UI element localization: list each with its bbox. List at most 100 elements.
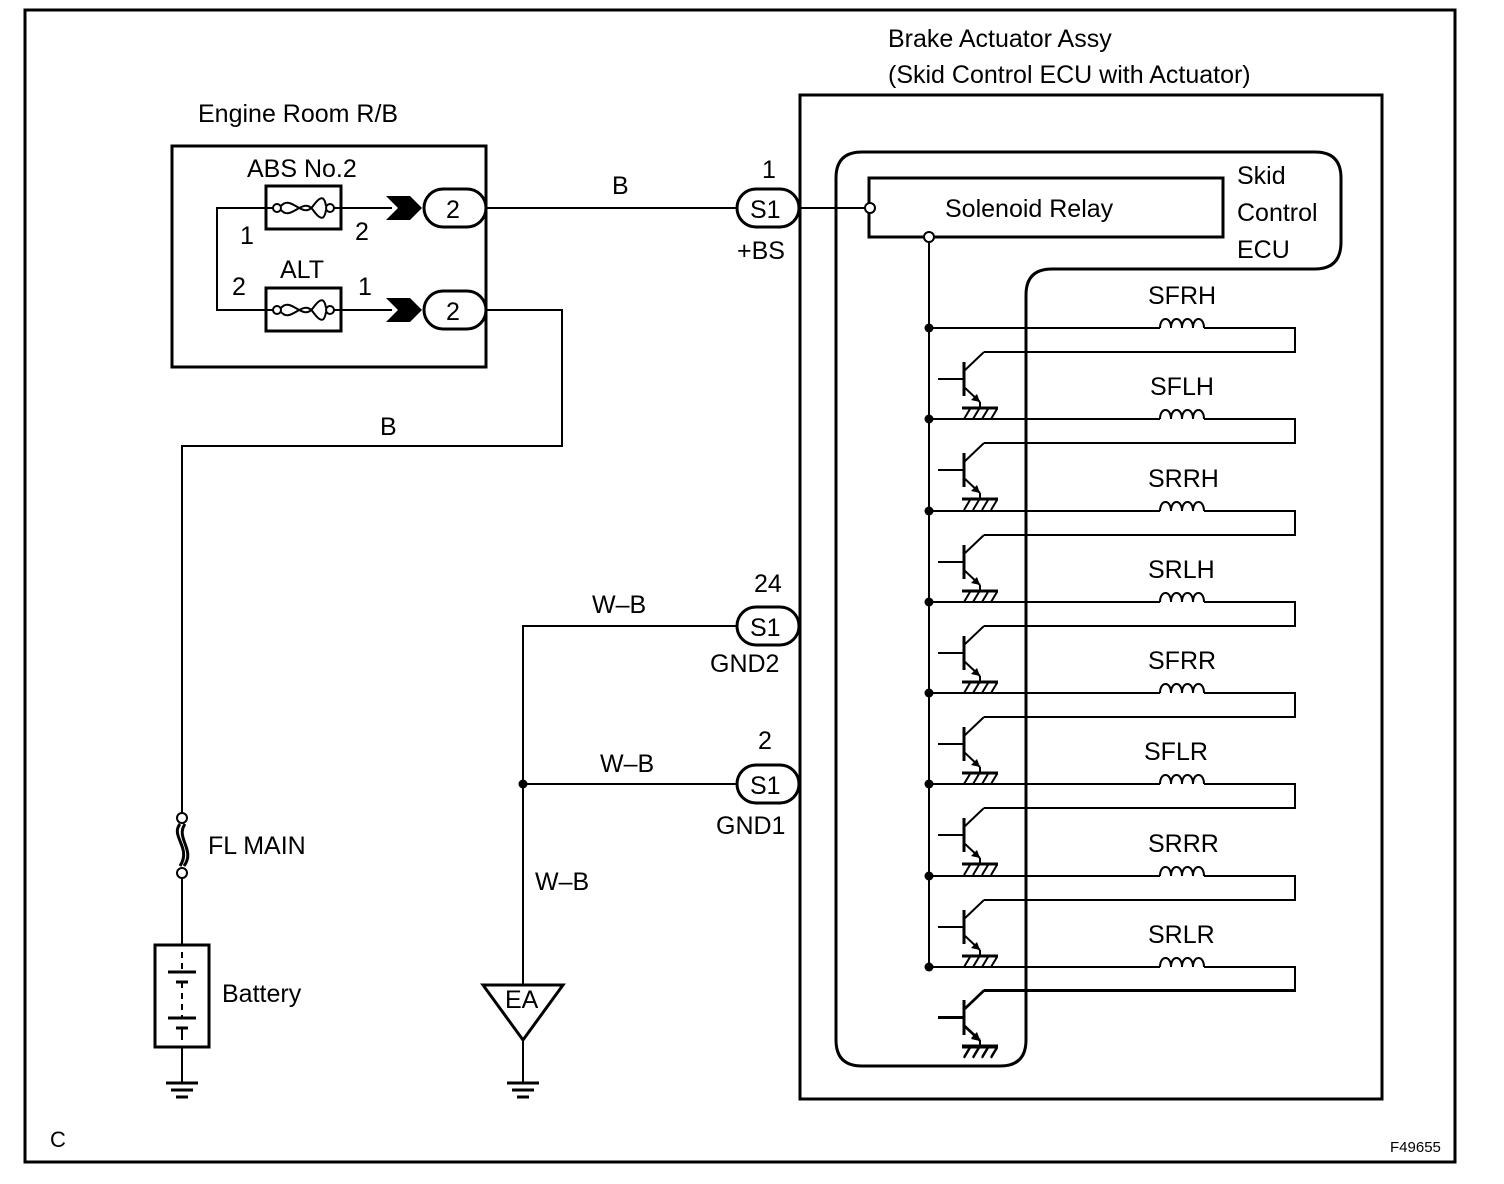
solenoid-sflr-label: SFLR bbox=[1144, 738, 1208, 766]
connector-top-chevron-icon bbox=[386, 196, 422, 220]
transistor-sfrh-collector bbox=[963, 351, 985, 372]
transistor-sfrr-emitter-arrow bbox=[971, 759, 980, 767]
transistor-extra-ground-hatch bbox=[981, 1046, 989, 1058]
transistor-srrr-collector bbox=[963, 899, 985, 920]
fuse-abs-label: ABS No.2 bbox=[247, 155, 357, 183]
transistor-sfrr-ground-hatch bbox=[963, 773, 971, 785]
corner-letter: C bbox=[50, 1127, 66, 1152]
transistor-sflh-emitter-arrow bbox=[971, 485, 980, 493]
transistor-sfrh-ground-hatch bbox=[981, 408, 989, 420]
solenoid-srrh-coil bbox=[1159, 501, 1205, 512]
transistor-srlh-emitter-arrow bbox=[971, 668, 980, 676]
transistor-extra-ground-hatch bbox=[963, 1046, 971, 1058]
ea-ground-icon bbox=[507, 1081, 539, 1099]
transistor-srrh-ground-hatch bbox=[972, 591, 980, 603]
connector-top-number: 2 bbox=[446, 196, 460, 224]
transistor-sfrh-ground-hatch bbox=[990, 408, 998, 420]
transistor-sfrr-collector bbox=[963, 716, 985, 737]
wire-alt-to-battery-color: B bbox=[380, 413, 397, 441]
battery-label: Battery bbox=[222, 980, 302, 1008]
relay-block-box bbox=[170, 144, 488, 369]
ecu-outline bbox=[834, 150, 1343, 1068]
transistor-extra-ground-hatch bbox=[972, 1046, 980, 1058]
solenoid-srlh-return-wire bbox=[984, 601, 1296, 627]
fuse-abs-icon bbox=[272, 197, 335, 219]
ecu-label-line3: ECU bbox=[1237, 236, 1290, 264]
transistor-srlh-collector bbox=[963, 625, 985, 646]
transistor-sfrr-ground-hatch bbox=[990, 773, 998, 785]
wire-gnd2 bbox=[522, 625, 737, 985]
solenoid-srrr-return-wire bbox=[984, 875, 1296, 901]
solenoid-srrh-return-wire bbox=[984, 510, 1296, 536]
fuse-abs-pin-left: 1 bbox=[240, 222, 254, 250]
transistor-srrh-ground-hatch bbox=[963, 591, 971, 603]
transistor-sfrh-ground-hatch bbox=[972, 408, 980, 420]
transistor-sflr-collector bbox=[963, 807, 985, 828]
transistor-srlh-ground-hatch bbox=[972, 682, 980, 694]
terminal-gnd1-name: GND1 bbox=[716, 812, 785, 840]
driver-extra-wire bbox=[984, 967, 1296, 991]
transistor-extra-emitter-arrow bbox=[971, 1032, 980, 1040]
transistor-sflr-ground-hatch bbox=[990, 864, 998, 876]
solenoid-srrr-coil bbox=[1159, 866, 1205, 877]
fuse-alt-label: ALT bbox=[280, 256, 324, 284]
transistor-sflr-ground-hatch bbox=[963, 864, 971, 876]
terminal-bs-connector: S1 bbox=[750, 196, 781, 224]
solenoid-sfrh-coil bbox=[1159, 318, 1205, 329]
transistor-srrr-emitter-arrow bbox=[971, 942, 980, 950]
solenoid-sflr-return-wire bbox=[984, 783, 1296, 809]
connector-bottom-chevron-icon bbox=[386, 298, 422, 322]
solenoid-sfrh-return-wire bbox=[984, 327, 1296, 353]
transistor-extra-ground-hatch bbox=[990, 1046, 998, 1058]
battery-icon bbox=[168, 952, 196, 1040]
solenoid-srrr-label: SRRR bbox=[1148, 830, 1219, 858]
diagram-frame bbox=[23, 8, 1457, 1164]
transistor-sflh-ground-hatch bbox=[990, 499, 998, 511]
battery-ground-icon bbox=[166, 1081, 198, 1099]
assembly-title-line1: Brake Actuator Assy bbox=[888, 25, 1112, 53]
ecu-label-line2: Control bbox=[1237, 199, 1318, 227]
fuse-alt-icon bbox=[272, 299, 335, 321]
transistor-sflh-ground-hatch bbox=[981, 499, 989, 511]
assembly-box bbox=[798, 93, 1384, 1101]
ground-point-triangle bbox=[480, 983, 566, 1043]
terminal-gnd2-name: GND2 bbox=[710, 650, 779, 678]
transistor-srrh-collector bbox=[963, 534, 985, 555]
transistor-sfrr-ground-hatch bbox=[981, 773, 989, 785]
transistor-sfrh-emitter-arrow bbox=[971, 394, 980, 402]
wire-alt-to-battery bbox=[181, 309, 563, 816]
solenoid-srlh-coil bbox=[1159, 592, 1205, 603]
terminal-gnd2-pin: 24 bbox=[754, 570, 782, 598]
fuse-alt-pin-left: 2 bbox=[232, 273, 246, 301]
solenoid-sfrh-label: SFRH bbox=[1148, 282, 1216, 310]
transistor-srlh-ground-hatch bbox=[990, 682, 998, 694]
terminal-gnd1-connector: S1 bbox=[750, 772, 781, 800]
fusible-link-label: FL MAIN bbox=[208, 832, 306, 860]
transistor-sflr-emitter-arrow bbox=[971, 850, 980, 858]
transistor-sflh-ground-hatch bbox=[972, 499, 980, 511]
terminal-bs-name: +BS bbox=[737, 237, 785, 265]
transistor-srrr-ground-hatch bbox=[990, 956, 998, 968]
transistor-sfrr-ground-hatch bbox=[972, 773, 980, 785]
transistor-srrh-ground-hatch bbox=[990, 591, 998, 603]
fuse-alt-pin-right: 1 bbox=[358, 273, 372, 301]
transistor-sflh-collector bbox=[963, 442, 985, 463]
wire-abs-to-bs-color: B bbox=[612, 172, 629, 200]
solenoid-sfrr-return-wire bbox=[984, 692, 1296, 718]
transistor-srrr-ground-hatch bbox=[972, 956, 980, 968]
gnd-junction-dot bbox=[518, 779, 528, 789]
solenoid-srlr-label: SRLR bbox=[1148, 921, 1215, 949]
terminal-bs-pin: 1 bbox=[762, 156, 776, 184]
transistor-srrh-ground-hatch bbox=[981, 591, 989, 603]
solenoid-relay-label: Solenoid Relay bbox=[945, 195, 1114, 223]
wire-ground-color: W–B bbox=[535, 868, 589, 896]
relay-output-terminal bbox=[923, 231, 935, 243]
transistor-sflh-ground-hatch bbox=[963, 499, 971, 511]
solenoid-sfrr-coil bbox=[1159, 683, 1205, 694]
terminal-gnd2-connector: S1 bbox=[750, 614, 781, 642]
fuse-abs-pin-right: 2 bbox=[355, 218, 369, 246]
relay-block-title: Engine Room R/B bbox=[198, 100, 398, 128]
solenoid-sflh-coil bbox=[1159, 409, 1205, 420]
ecu-label-line1: Skid bbox=[1237, 162, 1286, 190]
